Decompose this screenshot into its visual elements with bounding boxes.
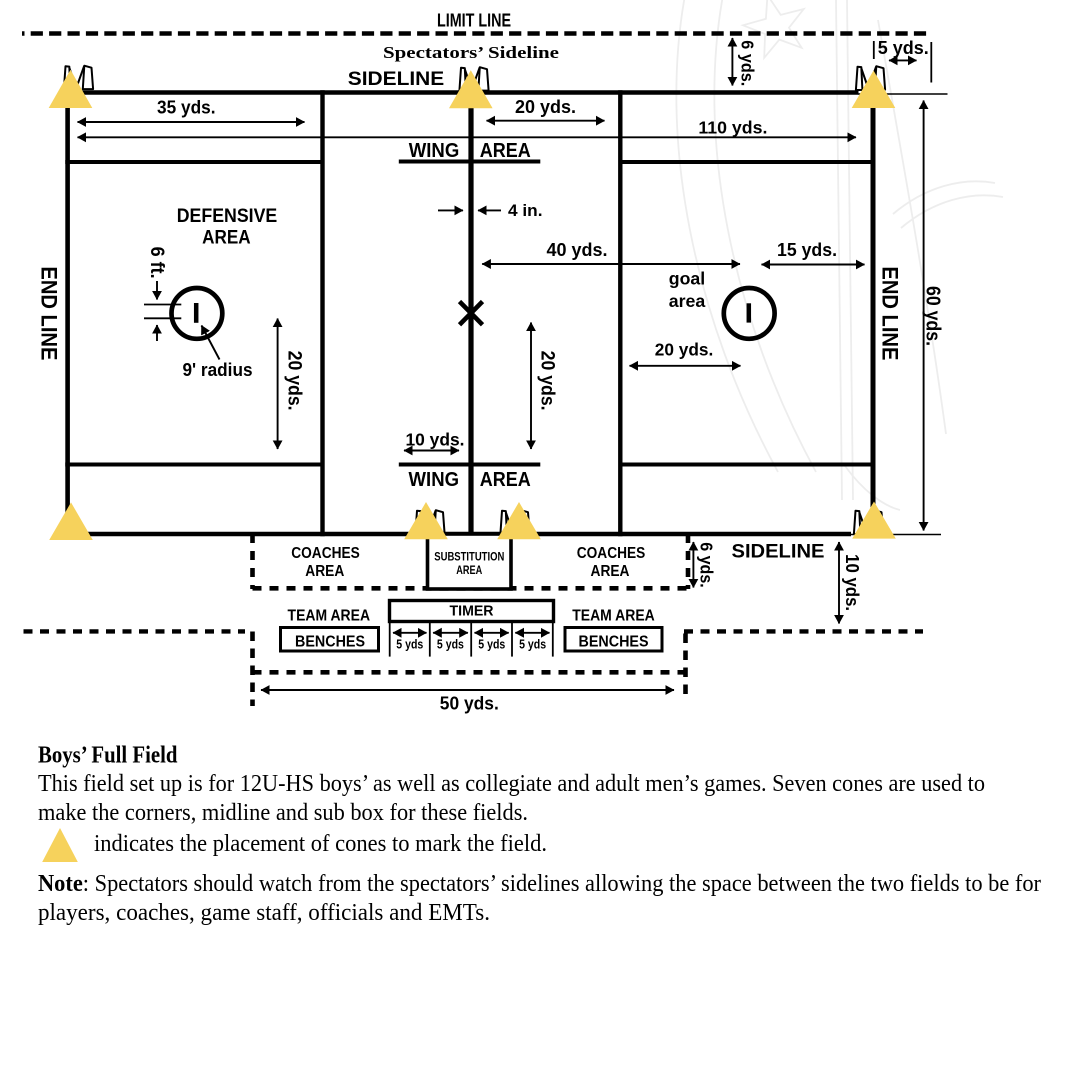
svg-text:4 in.: 4 in. xyxy=(508,201,543,220)
svg-text:TEAM AREA: TEAM AREA xyxy=(288,608,371,625)
svg-text:players, coaches, game staff,: players, coaches, game staff, officials … xyxy=(38,900,490,926)
svg-text:area: area xyxy=(669,291,706,311)
svg-text:20 yds.: 20 yds. xyxy=(515,97,576,117)
svg-text:Spectators’ Sideline: Spectators’ Sideline xyxy=(383,43,560,62)
svg-text:5 yds: 5 yds xyxy=(396,638,423,652)
svg-text:LIMIT LINE: LIMIT LINE xyxy=(437,10,511,31)
svg-text:TIMER: TIMER xyxy=(450,604,495,620)
svg-text:BENCHES: BENCHES xyxy=(295,634,365,651)
svg-text:5 yds.: 5 yds. xyxy=(878,38,929,58)
svg-text:50 yds.: 50 yds. xyxy=(440,694,499,714)
svg-text:AREA: AREA xyxy=(305,563,344,580)
svg-text:WING: WING xyxy=(409,469,460,491)
svg-text:goal: goal xyxy=(669,268,706,288)
svg-text:5 yds: 5 yds xyxy=(478,638,505,652)
svg-text:20 yds.: 20 yds. xyxy=(537,351,558,411)
svg-text:SIDELINE: SIDELINE xyxy=(732,541,825,563)
svg-text:20 yds.: 20 yds. xyxy=(284,351,305,411)
svg-text:AREA: AREA xyxy=(480,140,531,162)
svg-text:COACHES: COACHES xyxy=(577,545,646,562)
svg-text:END LINE: END LINE xyxy=(878,266,903,360)
svg-text:60 yds.: 60 yds. xyxy=(922,286,944,346)
svg-text:40 yds.: 40 yds. xyxy=(547,240,608,260)
svg-text:indicates the placement of con: indicates the placement of cones to mark… xyxy=(94,831,547,857)
svg-text:WING: WING xyxy=(409,140,460,162)
svg-text:Note: Spectators should watch: Note: Spectators should watch from the s… xyxy=(38,871,1041,897)
svg-text:This field set up is for 12U-H: This field set up is for 12U-HS boys’ as… xyxy=(38,771,985,797)
svg-text:BENCHES: BENCHES xyxy=(579,634,649,651)
svg-text:DEFENSIVE: DEFENSIVE xyxy=(177,206,278,227)
svg-text:10 yds.: 10 yds. xyxy=(406,429,465,449)
svg-text:TEAM AREA: TEAM AREA xyxy=(572,608,655,625)
svg-text:5 yds: 5 yds xyxy=(519,638,546,652)
svg-text:Boys’ Full Field: Boys’ Full Field xyxy=(38,743,178,769)
svg-text:AREA: AREA xyxy=(456,563,482,577)
svg-text:SUBSTITUTION: SUBSTITUTION xyxy=(434,550,504,564)
svg-text:6 yds.: 6 yds. xyxy=(697,542,717,588)
svg-text:5 yds: 5 yds xyxy=(437,638,464,652)
svg-text:35 yds.: 35 yds. xyxy=(157,98,216,118)
svg-text:AREA: AREA xyxy=(480,469,531,491)
svg-text:15 yds.: 15 yds. xyxy=(777,240,837,260)
svg-text:AREA: AREA xyxy=(591,563,630,580)
svg-text:20 yds.: 20 yds. xyxy=(655,339,714,359)
svg-text:END LINE: END LINE xyxy=(37,266,62,360)
svg-text:6 ft.: 6 ft. xyxy=(146,247,167,279)
svg-text:AREA: AREA xyxy=(202,227,251,248)
svg-text:COACHES: COACHES xyxy=(291,545,360,562)
svg-text:6 yds.: 6 yds. xyxy=(738,40,758,86)
svg-text:make the corners, midline and: make the corners, midline and sub box fo… xyxy=(38,800,528,826)
svg-text:10 yds.: 10 yds. xyxy=(842,554,862,611)
svg-text:9' radius: 9' radius xyxy=(183,360,253,380)
svg-text:110 yds.: 110 yds. xyxy=(698,118,767,138)
svg-text:SIDELINE: SIDELINE xyxy=(348,68,445,90)
